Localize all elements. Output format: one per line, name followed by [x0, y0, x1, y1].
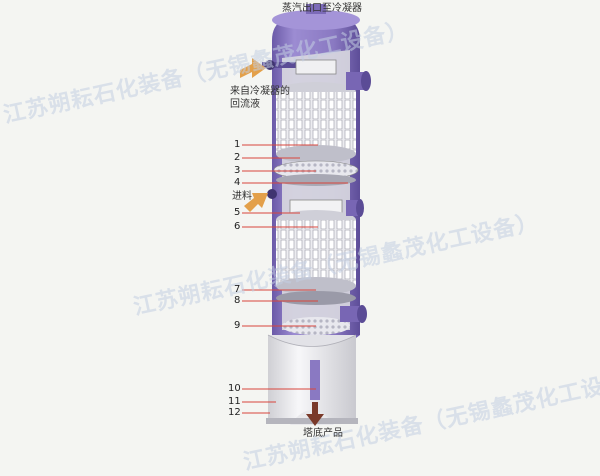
label-feed: 进料 — [232, 191, 252, 202]
leader-lines — [242, 144, 348, 414]
number-2: 2 — [234, 152, 241, 163]
reflux-arrow — [240, 58, 266, 78]
side-nozzle-lower — [340, 306, 362, 322]
feed-arrow — [244, 193, 268, 212]
bottom-product-arrow — [306, 402, 324, 426]
number-1: 1 — [234, 139, 241, 150]
distillation-column-diagram: 江苏朔耘石化装备（无锡蠡茂化工设备） 江苏朔耘石化装备（无锡蠡茂化工设备） 江苏… — [1, 3, 600, 475]
number-8: 8 — [234, 295, 241, 306]
support-plate — [276, 291, 356, 305]
column-illustration — [240, 4, 371, 426]
top-head — [272, 10, 360, 30]
number-3: 3 — [234, 165, 241, 176]
number-12: 12 — [228, 407, 241, 418]
label-vapor-outlet: 蒸汽出口至冷凝器 — [282, 3, 362, 14]
vapor-outlet-nozzle — [306, 4, 326, 14]
lower-packed-bed — [276, 220, 356, 286]
number-11: 11 — [228, 396, 241, 407]
number-6: 6 — [234, 221, 241, 232]
side-nozzle-upper — [346, 72, 366, 90]
feed-nozzle — [267, 189, 277, 199]
label-bottom-product: 塔底产品 — [303, 428, 343, 439]
distributor-pipe — [295, 59, 337, 75]
reflux-flange — [265, 60, 275, 70]
label-reflux: 来自冷凝器的回流液 — [230, 86, 290, 110]
bottom-outlet-pipe — [310, 360, 320, 400]
number-10: 10 — [228, 383, 241, 394]
upper-packed-bed — [276, 92, 356, 154]
number-9: 9 — [234, 320, 241, 331]
number-7: 7 — [234, 284, 241, 295]
number-5: 5 — [234, 207, 241, 218]
reflux-inlet-pipe — [262, 62, 304, 68]
number-4: 4 — [234, 177, 241, 188]
